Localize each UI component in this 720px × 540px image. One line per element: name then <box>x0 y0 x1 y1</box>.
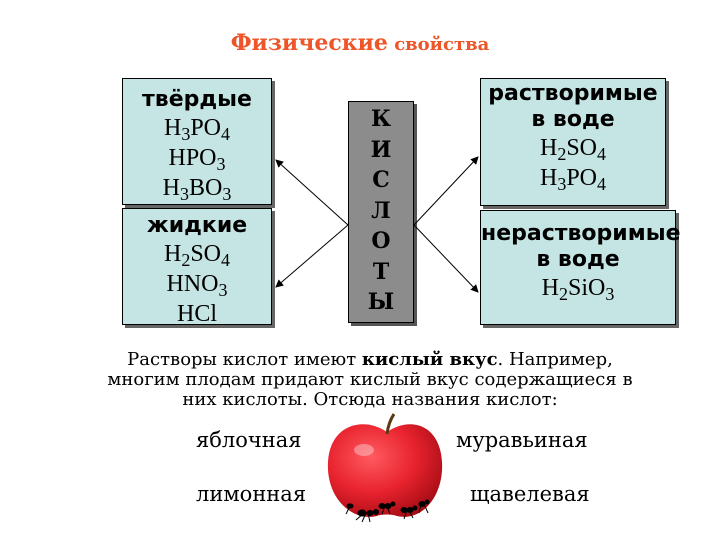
soluble-heading-line-1: растворимые <box>488 81 658 106</box>
solid-heading: твёрдые <box>142 87 252 112</box>
soluble-formula-2: H3PO4 <box>539 165 607 194</box>
center-letter: Т <box>372 258 390 285</box>
page-title: Физические свойства <box>0 30 720 56</box>
liquid-formula-1: H2SO4 <box>163 241 231 270</box>
liquid-heading: жидкие <box>146 213 248 238</box>
center-letter: О <box>371 228 391 254</box>
example-malic: яблочная <box>196 428 302 452</box>
box-soluble: растворимые в воде H2SO4 H3PO4 <box>480 78 666 206</box>
insoluble-heading-line-2: в воде <box>536 247 620 272</box>
example-citric: лимонная <box>196 482 307 506</box>
center-letter: К <box>370 106 391 132</box>
taste-paragraph: Растворы кислот имеют кислый вкус. Напри… <box>100 350 640 410</box>
center-acids-box: К И С Л О Т Ы <box>348 101 414 323</box>
title-word-1: Физические <box>230 30 388 56</box>
paragraph-line-2: многим плодам придают кислый вкус содерж… <box>107 369 633 390</box>
arrow-to-solid <box>275 159 349 226</box>
title-word-2: свойства <box>387 34 490 55</box>
example-formic: муравьиная <box>456 428 588 452</box>
solid-formula-2: HPO3 <box>168 145 226 174</box>
box-insoluble: нерастворимые в воде H2SiO3 <box>480 210 681 325</box>
liquid-formula-2: HNO3 <box>166 271 228 300</box>
solid-formula-1: H3PO4 <box>163 115 231 144</box>
arrow-to-liquid <box>275 224 349 288</box>
insoluble-heading-line-1: нерастворимые <box>481 221 681 246</box>
box-solid: твёрдые H3PO4 HPO3 H3BO3 <box>122 78 272 205</box>
center-letter: С <box>372 167 390 193</box>
example-oxalic: щавелевая <box>470 482 590 506</box>
center-letter: Л <box>371 197 391 224</box>
solid-formula-3: H3BO3 <box>162 175 232 204</box>
arrow-to-soluble <box>413 156 479 226</box>
center-letter: Ы <box>367 289 395 315</box>
center-letter: И <box>370 136 392 163</box>
box-liquid: жидкие H2SO4 HNO3 HCl <box>122 208 272 327</box>
arrow-to-insoluble <box>413 224 479 293</box>
soluble-formula-1: H2SO4 <box>539 135 607 164</box>
paragraph-line-1: Растворы кислот имеют кислый вкус. Напри… <box>127 349 613 370</box>
bold-sour-taste: кислый вкус <box>361 349 498 370</box>
apple-icon <box>327 413 443 523</box>
soluble-heading-line-2: в воде <box>531 107 615 132</box>
insoluble-formula: H2SiO3 <box>541 275 615 304</box>
paragraph-line-3: них кислоты. Отсюда названия кислот: <box>182 389 558 410</box>
liquid-formula-3: HCl <box>176 301 217 327</box>
